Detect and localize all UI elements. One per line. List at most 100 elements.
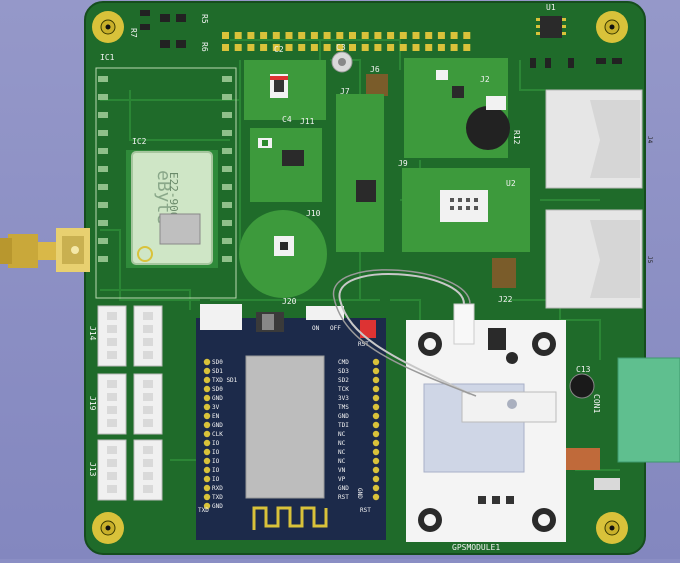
esp-left-pin-label: CLK bbox=[212, 431, 223, 438]
ref-r6: R6 bbox=[200, 42, 209, 52]
jst-pin bbox=[107, 380, 117, 388]
ref-c2: C2 bbox=[274, 45, 284, 54]
jst-pin bbox=[143, 419, 153, 427]
jst-pin bbox=[143, 393, 153, 401]
ic2-pad-right bbox=[222, 148, 232, 154]
ref-j9: J9 bbox=[398, 159, 408, 168]
esp-left-pin-label: SD1 bbox=[212, 368, 223, 375]
esp-right-pin-label: NC bbox=[338, 458, 346, 465]
esp-left-pin bbox=[203, 358, 211, 366]
ic2-pad-left bbox=[98, 202, 108, 208]
ic2-pad-left bbox=[98, 112, 108, 118]
gps-cable-connector bbox=[453, 303, 475, 345]
ic2-side-pads bbox=[98, 76, 232, 262]
esp-left-pin-label: IO bbox=[212, 458, 220, 465]
jst-pin bbox=[107, 351, 117, 359]
header-pin bbox=[450, 44, 458, 51]
esp-right-pin-label: VP bbox=[338, 476, 346, 483]
esp-right-pin-label: GND bbox=[338, 485, 349, 492]
esp-left-pin bbox=[203, 502, 211, 510]
esp-left-pin-label: RXD bbox=[212, 485, 223, 492]
jst-connectors-left bbox=[97, 305, 163, 501]
ref-j14: J14 bbox=[88, 326, 97, 341]
header-pin bbox=[399, 44, 407, 51]
esp-right-pin bbox=[372, 376, 380, 384]
capacitor-c13 bbox=[569, 373, 595, 399]
header-pin bbox=[412, 44, 420, 51]
esp-left-pin-label: EN bbox=[212, 413, 220, 420]
esp-left-pin bbox=[203, 484, 211, 492]
mounting-hole-br bbox=[596, 512, 628, 544]
header-pin bbox=[387, 32, 395, 39]
ic2-pad-right bbox=[222, 94, 232, 100]
header-pin bbox=[285, 44, 293, 51]
gps-cable-wire-a bbox=[338, 273, 471, 395]
esp-right-pin bbox=[372, 394, 380, 402]
ref-r7: R7 bbox=[129, 28, 138, 38]
esp-right-pin bbox=[372, 475, 380, 483]
jst-pin bbox=[107, 485, 117, 493]
header-pin bbox=[463, 32, 471, 39]
ref-c4: C4 bbox=[282, 115, 292, 124]
esp-left-pin bbox=[203, 457, 211, 465]
ref-ic2: IC2 bbox=[132, 137, 147, 146]
ic2-pad-right bbox=[222, 256, 232, 262]
esp-left-pin bbox=[203, 439, 211, 447]
sma-antenna-connector bbox=[0, 228, 90, 272]
header-pin bbox=[272, 44, 280, 51]
header-pin bbox=[323, 44, 331, 51]
esp-left-pin bbox=[203, 493, 211, 501]
module-c4 bbox=[250, 128, 322, 202]
esp-right-pin bbox=[372, 367, 380, 375]
ref-con1: CON1 bbox=[592, 394, 601, 413]
header-pin bbox=[298, 32, 306, 39]
esp-right-pin bbox=[372, 466, 380, 474]
esp-right-pin bbox=[372, 448, 380, 456]
header-pin bbox=[260, 32, 268, 39]
ref-j5: J5 bbox=[646, 256, 653, 264]
ref-ic1: IC1 bbox=[100, 53, 115, 62]
round-module-j20 bbox=[239, 210, 327, 298]
esp-switch-off: OFF bbox=[330, 325, 341, 332]
esp-right-pin-label: TDI bbox=[338, 422, 349, 429]
jst-pin bbox=[143, 485, 153, 493]
header-pin bbox=[336, 32, 344, 39]
connector-j22 bbox=[492, 258, 516, 288]
ic2-pad-left bbox=[98, 166, 108, 172]
esp-right-pin bbox=[372, 439, 380, 447]
esp-left-pin-label: 3V bbox=[212, 404, 220, 411]
header-pin bbox=[247, 44, 255, 51]
ic2-pad-right bbox=[222, 166, 232, 172]
module-j7 bbox=[336, 94, 384, 252]
header-pin bbox=[374, 32, 382, 39]
mounting-holes bbox=[92, 11, 628, 544]
esp-label-bottom-left: TXD bbox=[198, 507, 209, 514]
ic2-pad-right bbox=[222, 184, 232, 190]
ref-j19: J19 bbox=[88, 396, 97, 411]
esp-left-pin bbox=[203, 367, 211, 375]
esp-left-pin bbox=[203, 394, 211, 402]
ref-j11: J11 bbox=[300, 117, 315, 126]
header-pin bbox=[349, 32, 356, 39]
ref-j7: J7 bbox=[340, 87, 350, 96]
ref-j6: J6 bbox=[370, 65, 380, 74]
esp-switch-on: ON bbox=[312, 325, 320, 332]
ic2-pad-right bbox=[222, 202, 232, 208]
ic2-pad-right bbox=[222, 220, 232, 226]
ref-u2: U2 bbox=[506, 179, 516, 188]
esp-right-pin-label: TCK bbox=[338, 386, 349, 393]
esp-left-pin-label: GND bbox=[212, 422, 223, 429]
header-pin bbox=[310, 32, 318, 39]
esp-right-pin-label: TMS bbox=[338, 404, 349, 411]
terminal-block-con1 bbox=[617, 357, 680, 463]
esp-left-pin-label: GND bbox=[212, 503, 223, 510]
ref-j20: J20 bbox=[282, 297, 297, 306]
esp-label-bottom-right: RST bbox=[360, 507, 371, 514]
esp-pcb-antenna bbox=[252, 506, 328, 530]
esp-right-pin-label: VN bbox=[338, 467, 346, 474]
mounting-hole-bl bbox=[92, 512, 124, 544]
esp-right-pin bbox=[372, 403, 380, 411]
jst-pin bbox=[107, 312, 117, 320]
header-pin bbox=[310, 44, 318, 51]
